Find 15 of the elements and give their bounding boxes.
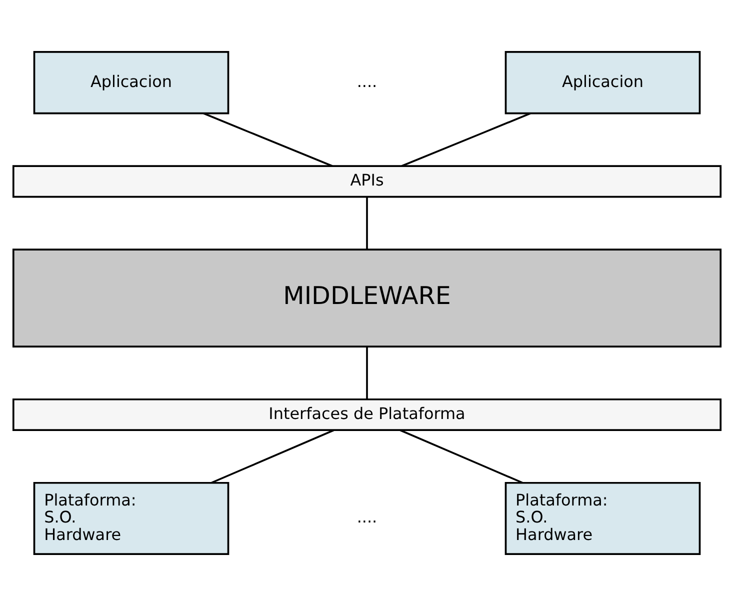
connector: [400, 428, 523, 484]
connector: [203, 112, 333, 166]
node-box: Plataforma: S.O. Hardware: [33, 481, 230, 554]
node-box: MIDDLEWARE: [12, 248, 722, 347]
label: ....: [356, 71, 378, 90]
connector: [211, 428, 334, 484]
label: ....: [356, 507, 378, 526]
connector: [401, 112, 531, 166]
connector: [366, 196, 368, 249]
node-box: Plataforma: S.O. Hardware: [504, 481, 701, 554]
node-box: Aplicacion: [33, 50, 230, 114]
connector: [366, 346, 368, 399]
node-box: Aplicacion: [504, 50, 701, 114]
node-box: APIs: [12, 164, 722, 198]
node-box: Interfaces de Plataforma: [12, 398, 722, 430]
